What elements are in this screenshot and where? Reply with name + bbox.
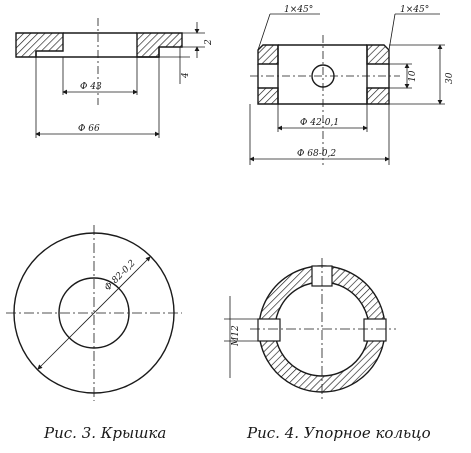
fig3-outer-diameter-label: Φ 66 bbox=[78, 124, 100, 134]
fig4-dimension-lines bbox=[249, 13, 445, 165]
fig3-section-view bbox=[15, 32, 183, 58]
fig4-right-upper-hatch bbox=[366, 44, 390, 65]
fig4-left-hole bbox=[257, 318, 281, 342]
fig3-left-hatch bbox=[15, 32, 64, 58]
fig4-inner-diameter-label: Φ 42-0,1 bbox=[300, 118, 339, 128]
fig4-left-upper-hatch bbox=[257, 44, 279, 65]
fig3-thickness-label: 2 bbox=[204, 39, 214, 46]
fig4-chamfer-left-label: 1×45° bbox=[284, 5, 313, 15]
fig4-right-lower-hatch bbox=[366, 87, 390, 105]
fig4-height-label: 30 bbox=[445, 72, 455, 84]
fig4-section-view bbox=[257, 44, 390, 105]
fig3-depth-label: 4 bbox=[181, 72, 191, 79]
fig4-right-hole bbox=[363, 318, 387, 342]
fig3-caption: Рис. 3. Крышка bbox=[44, 424, 167, 442]
fig3-plan-view bbox=[6, 225, 182, 401]
fig4-chamfer-right-label: 1×45° bbox=[400, 5, 429, 15]
fig3-inner-diameter-label: Φ 43 bbox=[80, 82, 102, 92]
fig3-plan-diameter-label: Φ 82-0,2 bbox=[103, 258, 138, 293]
fig4-caption: Рис. 4. Упорное кольцо bbox=[247, 424, 431, 442]
fig3-outline bbox=[35, 32, 160, 58]
fig4-left-lower-hatch bbox=[257, 87, 279, 105]
fig4-plan-view bbox=[224, 258, 396, 400]
fig4-thread-label: M12 bbox=[231, 325, 241, 347]
fig4-body-outline bbox=[257, 44, 390, 105]
fig4-ring-hatch bbox=[258, 265, 386, 393]
fig4-outer-diameter-label: Φ 68-0,2 bbox=[297, 149, 336, 159]
fig3-diameter-leader bbox=[37, 256, 151, 370]
fig4-hole-size-label: 10 bbox=[408, 70, 418, 82]
fig3-dimension-lines bbox=[35, 18, 205, 138]
